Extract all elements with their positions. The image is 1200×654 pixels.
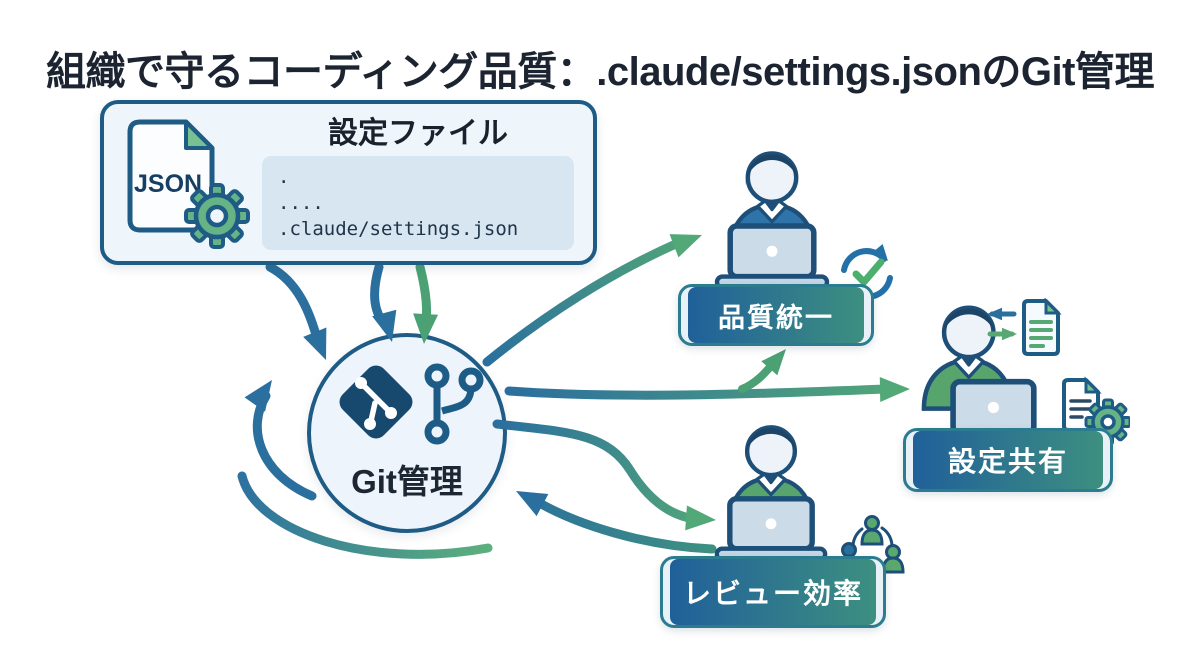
git-branch-icon [424,363,484,445]
git-logo-icon [339,365,413,439]
gear-icon [184,183,250,249]
arrow-git-to-quality [482,223,707,367]
badge-review-label: レビュー効率 [670,559,876,625]
badge-quality: 品質統一 [678,284,874,346]
code-block: . .... .claude/settings.json [262,156,574,250]
git-hub-circle: Git管理 [307,333,507,533]
arrow-bottom-arc [237,471,493,559]
config-heading: 設定ファイル [328,117,508,150]
config-file-panel: JSON 設定ファイル . .... .claude/set [100,100,597,265]
arrow-review-to-git [510,479,717,554]
badge-quality-label: 品質統一 [688,287,864,343]
json-file-icon: JSON [127,119,250,249]
doc-exchange-icon [987,298,1062,356]
json-file-label: JSON [134,170,202,198]
person-at-laptop-review-icon [714,425,828,562]
person-at-laptop-quality-icon [714,151,830,290]
arrow-file-to-git-green [411,262,439,345]
git-hub-label: Git管理 [351,463,463,500]
code-line: .claude/settings.json [278,218,519,240]
code-line: .... [278,192,324,214]
badge-sharing-label: 設定共有 [913,431,1103,489]
arrow-git-to-sharing [504,342,911,403]
page-title: 組織で守るコーディング品質：.claude/settings.jsonのGit管… [46,49,1154,94]
arrow-file-to-git-curve [265,262,338,365]
arrow-git-to-file-return [244,372,317,501]
arrow-git-to-review [492,419,717,533]
badge-sharing: 設定共有 [903,428,1113,492]
badge-review: レビュー効率 [660,556,886,628]
code-line: . [278,166,290,188]
arrow-file-to-git-blue [370,262,405,346]
